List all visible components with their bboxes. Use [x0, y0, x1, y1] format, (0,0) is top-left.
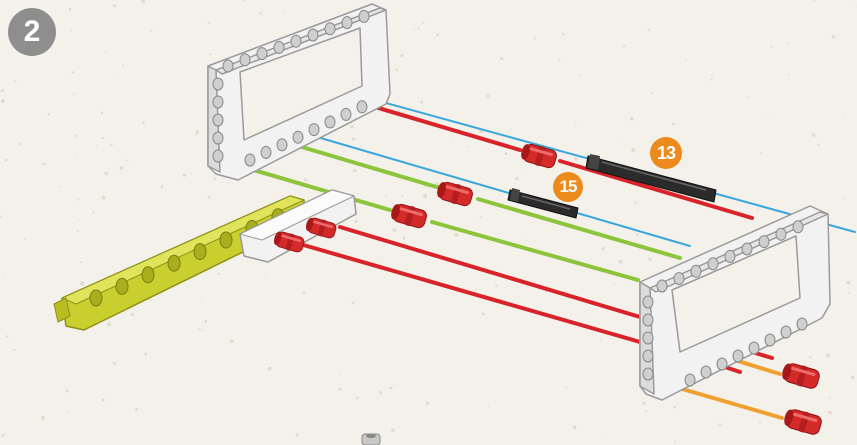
frame-hole: [291, 35, 301, 47]
frame-hole: [359, 10, 369, 22]
frame-hole: [793, 221, 803, 233]
frame-hole: [325, 23, 335, 35]
frame-hole: [274, 41, 284, 53]
connector-pin: [782, 406, 823, 436]
beam-hole: [90, 290, 102, 306]
frame-hole: [749, 342, 759, 354]
frame-hole: [213, 150, 223, 162]
frame-hole: [213, 132, 223, 144]
step-number-badge: 2: [8, 8, 56, 56]
connector-pin: [435, 179, 474, 208]
frame-hole: [261, 146, 271, 158]
beam-hole: [220, 232, 232, 248]
axle-long: [586, 154, 716, 202]
beam-hole: [116, 278, 128, 294]
frame-hole: [293, 131, 303, 143]
guide-line-red: [300, 244, 640, 342]
guide-line-blue: [300, 132, 690, 246]
frame-hole: [685, 374, 695, 386]
frame-hole: [657, 280, 667, 292]
beam-hole: [168, 255, 180, 271]
frame-hole: [717, 358, 727, 370]
frame-hole: [341, 108, 351, 120]
long-axle-callout: 13: [650, 137, 682, 169]
connector-pin: [780, 360, 821, 390]
frame-hole: [797, 318, 807, 330]
frame-hole: [643, 368, 653, 380]
frame-hole: [776, 228, 786, 240]
guide-line-red: [340, 227, 640, 317]
frame-upper-left: [208, 4, 390, 180]
beam-hole: [142, 267, 154, 283]
frame-hole: [765, 334, 775, 346]
frame-hole: [309, 124, 319, 136]
guide-line-green: [285, 142, 440, 188]
frame-hole: [643, 332, 653, 344]
frame-hole: [643, 314, 653, 326]
frame-hole: [213, 96, 223, 108]
frame-hole: [643, 350, 653, 362]
frame-hole: [213, 78, 223, 90]
connector-pin: [389, 201, 428, 230]
frame-hole: [357, 101, 367, 113]
frame-hole: [674, 273, 684, 285]
frame-hole: [781, 326, 791, 338]
frame-hole: [223, 60, 233, 72]
frame-hole: [325, 116, 335, 128]
frame-hole: [213, 114, 223, 126]
frame-hole: [257, 48, 267, 60]
small-stud: [362, 434, 380, 445]
frame-hole: [733, 350, 743, 362]
frame-hole: [708, 258, 718, 270]
yellow-beam-assembly: [54, 190, 356, 330]
guide-line-red: [560, 161, 752, 218]
frame-hole: [342, 17, 352, 29]
beam-hole: [194, 244, 206, 260]
frame-hole: [742, 243, 752, 255]
short-axle-callout: 15: [553, 172, 583, 202]
frame-hole: [725, 250, 735, 262]
frame-hole: [277, 139, 287, 151]
frame-hole: [245, 154, 255, 166]
guide-line-red: [365, 104, 520, 150]
guide-line-green: [478, 199, 680, 258]
guide-line-green: [432, 222, 638, 280]
frame-hole: [759, 236, 769, 248]
frame-hole: [691, 265, 701, 277]
frame-hole: [643, 296, 653, 308]
frame-hole: [240, 54, 250, 66]
frame-hole: [701, 366, 711, 378]
frame-hole: [308, 29, 318, 41]
